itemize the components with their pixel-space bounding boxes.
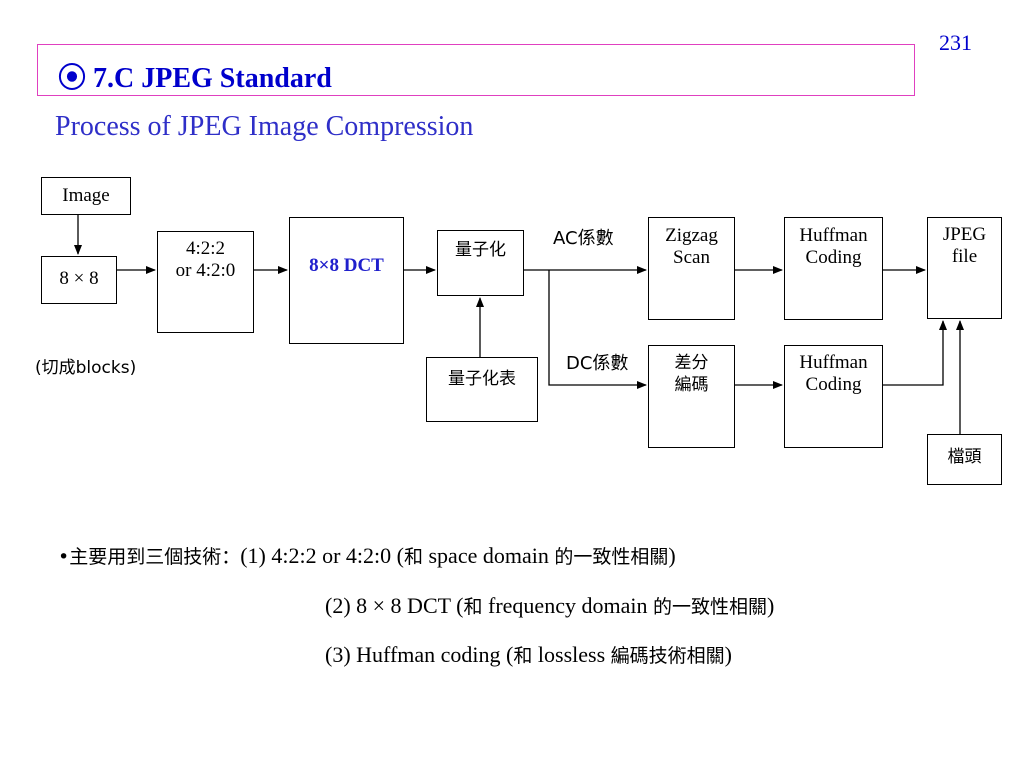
block-8x8-box: 8 × 8 [41,256,117,304]
technique-1-close: ) [668,543,676,568]
huffman-ac-box: Huffman Coding [784,217,883,320]
bullet-prefix: •主要用到三個技術： [58,546,241,568]
image-box: Image [41,177,131,215]
page-title: ⦿ 7.C JPEG Standard [58,56,332,96]
page-number: 231 [939,30,972,55]
title-box: ⦿ 7.C JPEG Standard [37,44,915,96]
arrow-huffman-dc-to-file [883,320,947,386]
dct-box: 8×8 DCT [289,217,404,344]
technique-2-close: ) [766,593,775,618]
bullseye-icon: ⦿ [58,63,87,94]
quantize-box: 量子化 [437,230,524,296]
technique-1: (1) 4:2:2 or 4:2:0 ( [240,543,404,568]
quant-table-box: 量子化表 [426,357,538,422]
title-label: 7.C JPEG Standard [93,63,332,94]
bullet-line-2: (2) 8 × 8 DCT (和 frequency domain 的一致性相關… [325,592,774,619]
technique-2-conj: 和 [463,596,483,618]
ac-coeff-label: AC係數 [553,228,614,249]
technique-1-relation: 的一致性相關 [554,546,669,568]
technique-3: (3) Huffman coding ( [325,642,514,667]
bullet-line-1: •主要用到三個技術：(1) 4:2:2 or 4:2:0 (和 space do… [58,542,676,569]
technique-1-domain: space domain [423,543,555,568]
cut-blocks-label: (切成blocks) [35,358,137,378]
subtitle: Process of JPEG Image Compression [55,111,474,142]
diff-coding-box: 差分 編碼 [648,345,735,448]
chroma-subsample-box: 4:2:2 or 4:2:0 [157,231,254,333]
header-box: 檔頭 [927,434,1002,485]
technique-2: (2) 8 × 8 DCT ( [325,593,464,618]
technique-2-relation: 的一致性相關 [652,596,767,618]
arrow-quantize-to-diff [548,270,647,389]
technique-3-close: ) [724,642,732,667]
jpeg-file-box: JPEG file [927,217,1002,319]
zigzag-scan-box: Zigzag Scan [648,217,735,320]
technique-3-conj: 和 [513,645,533,667]
huffman-dc-box: Huffman Coding [784,345,883,448]
technique-3-relation: 編碼技術相關 [610,645,725,667]
bullet-line-3: (3) Huffman coding (和 lossless 編碼技術相關) [325,641,732,668]
dc-coeff-label: DC係數 [566,353,629,374]
technique-2-domain: frequency domain [482,593,653,618]
technique-1-conj: 和 [403,546,423,568]
technique-3-domain: lossless [532,642,611,667]
